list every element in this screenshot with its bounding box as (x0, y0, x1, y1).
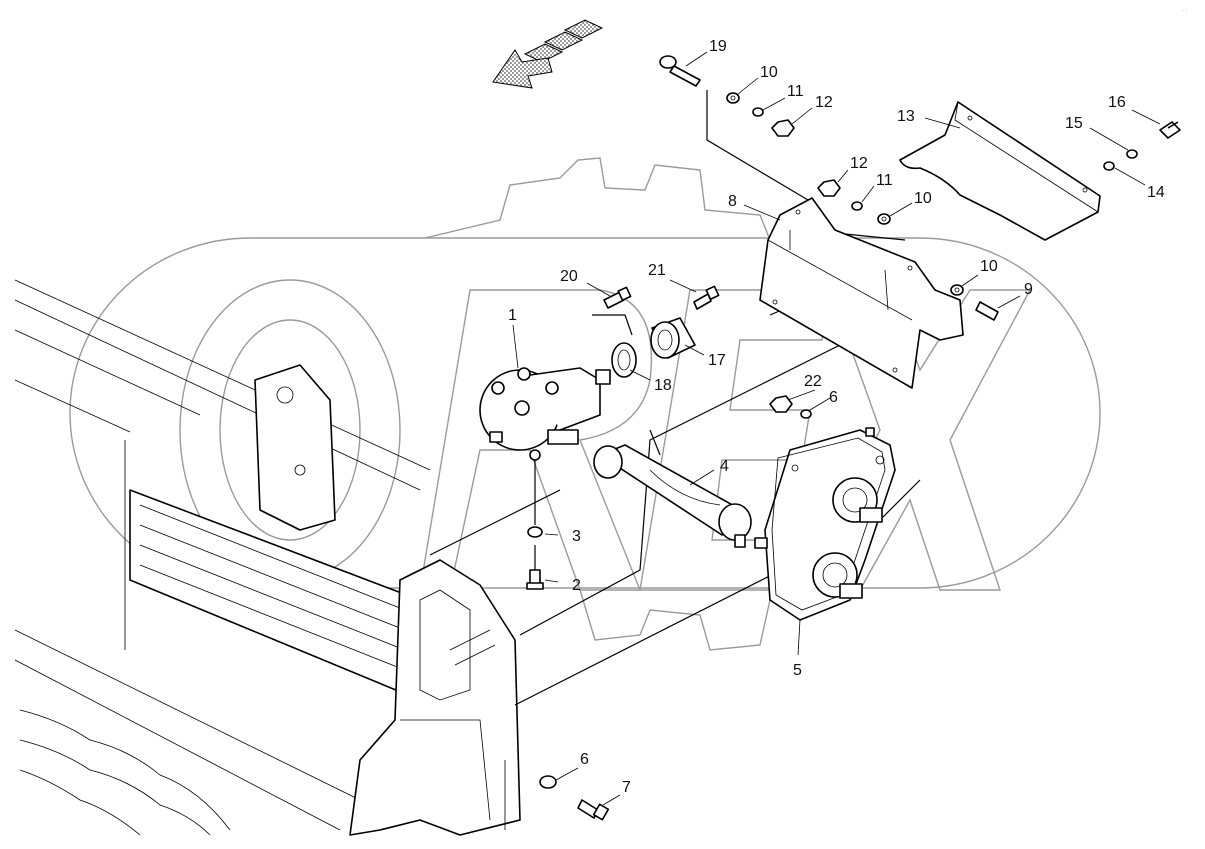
part-lower-fasteners (539, 775, 610, 821)
callout-4: 4 (720, 458, 729, 475)
part-small-bolts (603, 285, 720, 310)
callout-11-top: 11 (787, 83, 804, 100)
callout-8: 8 (728, 193, 737, 210)
callout-3: 3 (572, 528, 581, 545)
callout-11-middle: 11 (876, 172, 893, 189)
part-eye-bolt (659, 55, 701, 87)
part-chain-case (754, 427, 896, 621)
callout-2: 2 (572, 577, 581, 594)
callout-6-lower: 6 (580, 751, 589, 768)
callout-15: 15 (1065, 115, 1083, 132)
part-hardware-upper (726, 92, 1181, 419)
callout-6-upper: 6 (829, 389, 838, 406)
callout-9: 9 (1024, 281, 1033, 298)
part-coupling (611, 317, 696, 378)
callout-lines (512, 51, 1161, 806)
callout-labels: 1 2 3 4 5 6 6 7 8 9 10 10 10 11 11 12 12… (508, 38, 1165, 796)
callout-12-top: 12 (815, 94, 833, 111)
corner-mark: · · (1182, 8, 1188, 14)
part-angle-gearbox (479, 367, 611, 461)
machine-frame (14, 279, 521, 836)
part-mounting-bracket (759, 197, 964, 389)
part-top-bracket (899, 101, 1101, 241)
callout-10-right: 10 (980, 258, 998, 275)
callout-5: 5 (793, 662, 802, 679)
callout-10-top: 10 (760, 64, 778, 81)
callout-21: 21 (648, 262, 666, 279)
callout-17: 17 (708, 352, 726, 369)
callout-16: 16 (1108, 94, 1126, 111)
part-drive-shaft (593, 444, 752, 548)
callout-20: 20 (560, 268, 578, 285)
callout-22: 22 (804, 373, 822, 390)
callout-1: 1 (508, 307, 517, 324)
callout-13: 13 (897, 108, 915, 125)
callout-7: 7 (622, 779, 631, 796)
callout-10-middle: 10 (914, 190, 932, 207)
part-gearbox-fasteners (526, 526, 544, 590)
callout-18: 18 (654, 377, 672, 394)
callout-19: 19 (709, 38, 727, 55)
callout-12-middle: 12 (850, 155, 868, 172)
direction-arrow (492, 19, 604, 89)
callout-14: 14 (1147, 184, 1165, 201)
